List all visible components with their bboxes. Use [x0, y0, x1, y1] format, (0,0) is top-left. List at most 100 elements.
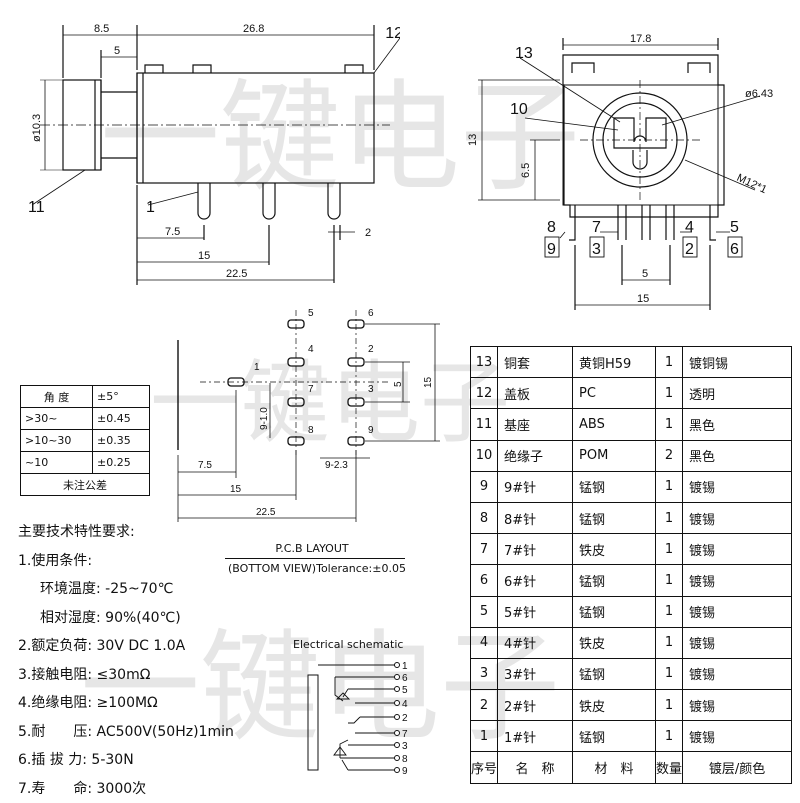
spec-line: 5.耐 压: AC500V(50Hz)1min	[18, 718, 288, 747]
bom-item-qty: 2	[656, 440, 683, 471]
tolerance-header-value: ±5°	[93, 386, 150, 408]
pcb-pin-3: 3	[368, 384, 374, 395]
front-dim-17-8: 17.8	[630, 33, 651, 45]
bom-item-no: 10	[471, 440, 498, 471]
tolerance-range: ~10	[21, 452, 93, 474]
tolerance-value: ±0.35	[93, 430, 150, 452]
bom-item-finish: 镀锡	[683, 471, 792, 502]
bom-item-finish: 镀锡	[683, 534, 792, 565]
bom-item-qty: 1	[656, 534, 683, 565]
bom-item-no: 8	[471, 502, 498, 533]
bom-item-no: 12	[471, 378, 498, 409]
pcb-dim-15b: 15	[230, 484, 242, 495]
bom-header-cell: 名 称	[498, 752, 573, 783]
bom-item-finish: 黑色	[683, 440, 792, 471]
tolerance-range: >30~	[21, 408, 93, 430]
bom-item-name: 铜套	[498, 347, 573, 378]
schematic-pin-1: 1	[402, 661, 408, 672]
bom-item-finish: 镀锡	[683, 658, 792, 689]
side-dim-8-5: 8.5	[94, 23, 109, 35]
bom-item-finish: 镀锡	[683, 721, 792, 752]
pcb-pin-6: 6	[368, 308, 374, 319]
bom-item-no: 7	[471, 534, 498, 565]
bom-item-qty: 1	[656, 409, 683, 440]
bom-item-no: 6	[471, 565, 498, 596]
front-pin-2: 2	[685, 241, 694, 258]
bom-item-no: 1	[471, 721, 498, 752]
bom-item-finish: 镀锡	[683, 690, 792, 721]
callout-1: 1	[146, 199, 155, 216]
bom-item-material: 铁皮	[573, 627, 656, 658]
bom-item-material: 锰钢	[573, 565, 656, 596]
bom-item-material: 锰钢	[573, 471, 656, 502]
bom-item-qty: 1	[656, 596, 683, 627]
schematic-pin-6: 6	[402, 673, 408, 684]
pcb-pin-2: 2	[368, 344, 374, 355]
spec-line: 4.绝缘电阻: ≥100MΩ	[18, 689, 288, 718]
front-dim-5: 5	[642, 268, 648, 280]
spec-line: 2.额定负荷: 30V DC 1.0A	[18, 632, 288, 661]
spec-line: 7.寿 命: 3000次	[18, 775, 288, 803]
bom-item-qty: 1	[656, 721, 683, 752]
bom-header-cell: 序号	[471, 752, 498, 783]
bom-item-name: 3#针	[498, 658, 573, 689]
bom-header-cell: 材 料	[573, 752, 656, 783]
pcb-dim-15: 15	[423, 376, 434, 388]
bom-item-finish: 镀铜锡	[683, 347, 792, 378]
bom-item-qty: 1	[656, 565, 683, 596]
table-row: >10~30 ±0.35	[21, 430, 150, 452]
front-pin-3: 3	[592, 241, 601, 258]
bom-item-material: 锰钢	[573, 502, 656, 533]
tolerance-range: >10~30	[21, 430, 93, 452]
schematic-pin-9: 9	[402, 766, 408, 777]
electrical-schematic: 1 6 5 4 2 7 3 8 9	[300, 655, 415, 780]
specs-title: 主要技术特性要求:	[18, 518, 288, 547]
bom-item-name: 5#针	[498, 596, 573, 627]
front-dim-13: 13	[467, 134, 479, 146]
side-diameter: ø10.3	[31, 114, 43, 142]
bom-header-cell: 镀层/颜色	[683, 752, 792, 783]
bom-item-no: 2	[471, 690, 498, 721]
bom-item-qty: 1	[656, 502, 683, 533]
tolerance-value: ±0.25	[93, 452, 150, 474]
bom-item-no: 4	[471, 627, 498, 658]
schematic-title: Electrical schematic	[293, 638, 403, 651]
table-row: >30~ ±0.45	[21, 408, 150, 430]
spec-line: 相对湿度: 90%(40℃)	[18, 604, 288, 633]
pcb-pin-7: 7	[308, 384, 314, 395]
bom-item-finish: 镀锡	[683, 596, 792, 627]
bom-item-name: 1#针	[498, 721, 573, 752]
front-view-drawing: 17.8 13 6.5 5 15 ø6.43 M12*1 13 10 8 9 7…	[400, 0, 800, 320]
bom-item-name: 绝缘子	[498, 440, 573, 471]
pcb-dim-22-5: 22.5	[256, 507, 276, 518]
bom-item-name: 盖板	[498, 378, 573, 409]
bom-item-name: 4#针	[498, 627, 573, 658]
tolerance-footer: 未注公差	[21, 474, 150, 496]
side-view-drawing: 8.5 26.8 5 7.5 15 22.5 2 ø10.3 11 1 12	[0, 0, 400, 300]
bom-item-qty: 1	[656, 690, 683, 721]
bom-item-no: 5	[471, 596, 498, 627]
schematic-pin-5: 5	[402, 685, 408, 696]
pcb-pin-8: 8	[308, 425, 314, 436]
pcb-layout-drawing: 5 6 4 2 1 7 3 8 9 5 15 9-1.0 9-2.3 7.5 1…	[170, 300, 460, 540]
front-pin-8: 8	[547, 219, 556, 236]
table-row: 未注公差	[21, 474, 150, 496]
side-dim-22-5: 22.5	[226, 268, 247, 280]
pcb-pin-1: 1	[254, 362, 260, 373]
bom-item-name: 7#针	[498, 534, 573, 565]
tolerance-table: 角 度 ±5° >30~ ±0.45 >10~30 ±0.35 ~10 ±0.2…	[20, 385, 150, 496]
callout-13: 13	[515, 45, 533, 62]
side-dim-5: 5	[114, 45, 120, 57]
bom-header-cell: 数量	[656, 752, 683, 783]
bom-item-finish: 镀锡	[683, 502, 792, 533]
front-dim-15: 15	[637, 293, 649, 305]
pcb-dim-5: 5	[393, 381, 404, 387]
bom-item-no: 3	[471, 658, 498, 689]
callout-12: 12	[385, 25, 400, 42]
